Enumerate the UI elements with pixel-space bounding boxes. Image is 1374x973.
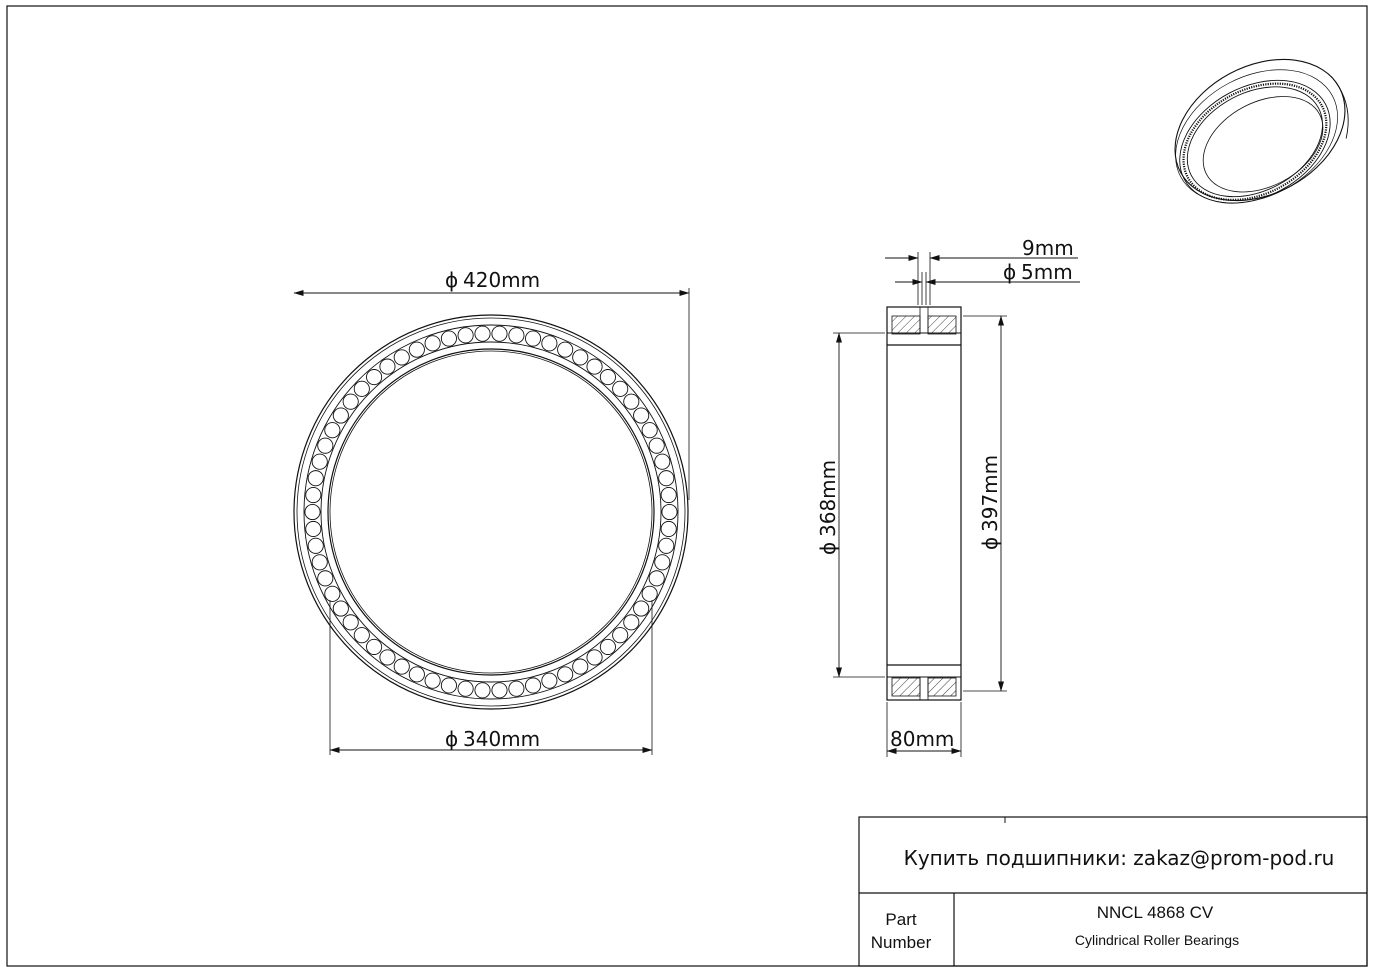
title-block: Купить подшипники: zakaz@prom-pod.ru Par… xyxy=(858,816,1368,967)
roller xyxy=(305,520,322,538)
roller xyxy=(654,554,671,571)
roller xyxy=(508,680,525,697)
sheet-border xyxy=(6,5,1368,967)
roller xyxy=(541,672,558,689)
roller xyxy=(648,437,665,454)
section-view xyxy=(886,306,962,701)
roller xyxy=(332,407,349,424)
roller xyxy=(658,470,675,487)
roller xyxy=(572,349,589,366)
roller xyxy=(586,649,603,666)
roller xyxy=(307,537,324,554)
roller xyxy=(572,658,589,675)
inner-diameter-dimension: ϕ 340mm xyxy=(329,600,653,755)
roller xyxy=(424,672,441,689)
roller xyxy=(332,600,349,617)
groove-width-label: 9mm xyxy=(1022,236,1074,260)
roller xyxy=(424,335,441,352)
hole-diameter-symbol: ϕ xyxy=(1003,260,1016,284)
roller xyxy=(408,341,425,358)
roller xyxy=(599,638,616,655)
roller xyxy=(641,585,658,602)
roller xyxy=(660,520,677,538)
roller xyxy=(311,554,328,571)
part-label-line1: Part xyxy=(885,910,916,929)
roller xyxy=(305,486,322,504)
width-dimension: 80mm xyxy=(886,702,962,757)
roller xyxy=(440,677,457,694)
roller xyxy=(408,666,425,683)
front-view xyxy=(293,314,689,710)
d2-diameter-symbol: ϕ xyxy=(978,537,1002,550)
roller xyxy=(658,537,675,554)
roller xyxy=(623,393,640,410)
roller xyxy=(307,470,324,487)
d2-label: 397mm xyxy=(978,455,1002,532)
roller xyxy=(440,330,457,347)
d1-diameter-symbol: ϕ xyxy=(816,542,840,555)
roller xyxy=(525,677,542,694)
roller xyxy=(660,486,677,504)
roller xyxy=(599,369,616,386)
groove-dimensions: 9mm ϕ 5mm xyxy=(885,236,1080,305)
roller xyxy=(491,682,508,699)
roller xyxy=(586,358,603,375)
roller xyxy=(633,407,650,424)
roller xyxy=(525,330,542,347)
roller xyxy=(661,503,678,521)
roller xyxy=(654,453,671,470)
outer-diameter-dimension: ϕ 420mm xyxy=(293,268,690,500)
roller xyxy=(353,380,370,397)
roller xyxy=(491,325,508,342)
width-label: 80mm xyxy=(890,727,954,751)
roller xyxy=(648,570,665,587)
roller xyxy=(457,680,474,697)
roller xyxy=(324,422,341,439)
roller xyxy=(557,341,574,358)
roller xyxy=(366,638,383,655)
roller-ring xyxy=(304,325,678,699)
roller xyxy=(324,585,341,602)
roller xyxy=(379,649,396,666)
outer-diameter-label: 420mm xyxy=(463,268,540,292)
roller xyxy=(474,325,491,342)
roller xyxy=(342,393,359,410)
inner-diameter-symbol: ϕ xyxy=(445,727,458,751)
d2-dimension: ϕ 397mm xyxy=(963,315,1007,692)
roller xyxy=(633,600,650,617)
roller xyxy=(393,349,410,366)
roller xyxy=(641,422,658,439)
d1-dimension: ϕ 368mm xyxy=(816,332,885,678)
roller xyxy=(612,380,629,397)
part-number: NNCL 4868 CV xyxy=(1097,903,1214,922)
order-contact-text: Купить подшипники: zakaz@prom-pod.ru xyxy=(904,846,1335,870)
outer-diameter-symbol: ϕ xyxy=(445,268,458,292)
roller xyxy=(557,666,574,683)
roller xyxy=(342,614,359,631)
isometric-thumbnail xyxy=(1174,58,1349,204)
d1-label: 368mm xyxy=(816,460,840,537)
roller xyxy=(457,327,474,344)
roller xyxy=(508,327,525,344)
roller xyxy=(474,682,491,699)
hole-diameter-label: 5mm xyxy=(1021,260,1073,284)
roller xyxy=(317,570,334,587)
roller xyxy=(366,369,383,386)
roller xyxy=(541,335,558,352)
roller xyxy=(379,358,396,375)
roller xyxy=(393,658,410,675)
roller xyxy=(353,627,370,644)
part-description: Cylindrical Roller Bearings xyxy=(1075,932,1239,948)
part-label-line2: Number xyxy=(871,933,932,952)
roller xyxy=(311,453,328,470)
roller xyxy=(623,614,640,631)
roller xyxy=(304,503,321,521)
roller xyxy=(317,437,334,454)
roller xyxy=(612,627,629,644)
inner-diameter-label: 340mm xyxy=(463,727,540,751)
